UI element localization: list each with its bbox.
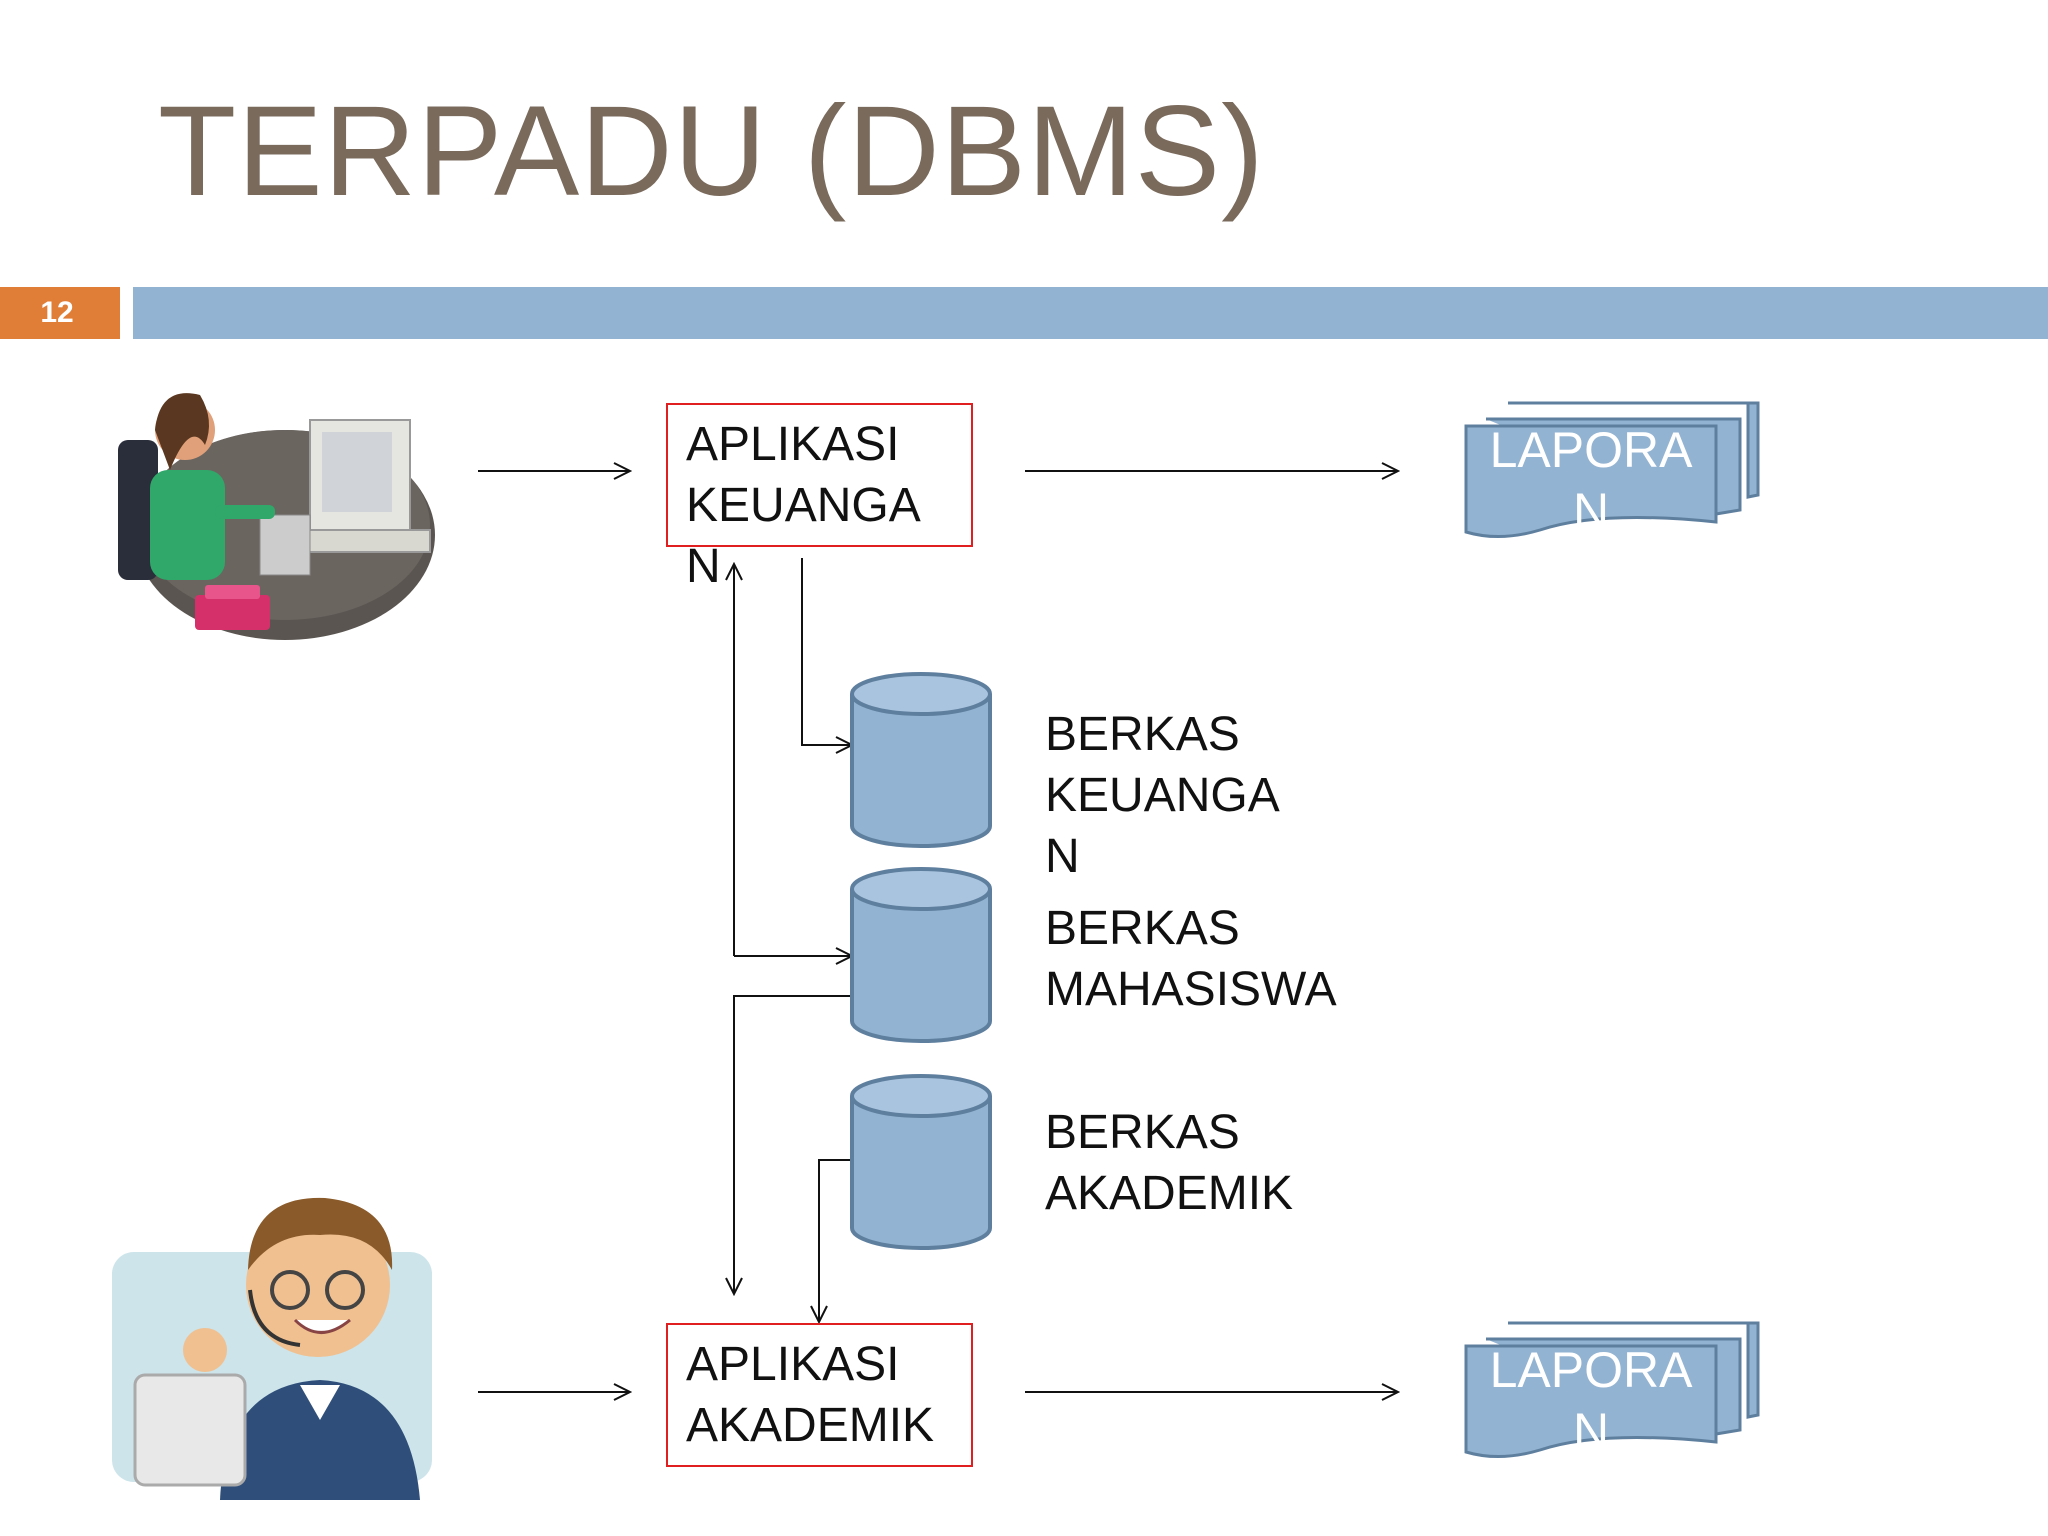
woman-at-computer-icon [118, 393, 435, 640]
berkas-akademik-label: BERKAS AKADEMIK [1045, 1106, 1294, 1220]
report-document-icon [1464, 1321, 1760, 1459]
report-bottom-label: LAPORA N [1489, 1342, 1693, 1459]
header-bar [133, 287, 2048, 339]
arrow-berkas-akademik-to-akademik [819, 1159, 852, 1322]
app-akademik-label: APLIKASI AKADEMIK [686, 1338, 935, 1452]
berkas-mahasiswa-label: BERKAS MAHASISWA [1045, 902, 1337, 1016]
database-icon [850, 867, 992, 1043]
slide-number: 12 [0, 287, 120, 339]
app-keuangan-label: APLIKASI KEUANGA N [686, 418, 921, 593]
app-akademik-box [666, 1323, 973, 1467]
database-icon [850, 672, 992, 848]
arrow-keuangan-to-berkas-keuangan [801, 558, 852, 745]
app-keuangan-box [666, 403, 973, 547]
slide-title: TERPADU (DBMS) [158, 80, 1265, 223]
report-document-icon [1464, 401, 1760, 539]
berkas-keuangan-label: BERKAS KEUANGA N [1045, 708, 1280, 883]
report-top-label: LAPORA N [1489, 422, 1693, 539]
arrow-mahasiswa-to-akademik [734, 995, 852, 1294]
man-with-headset-icon [112, 1197, 432, 1500]
database-icon [850, 1074, 992, 1250]
